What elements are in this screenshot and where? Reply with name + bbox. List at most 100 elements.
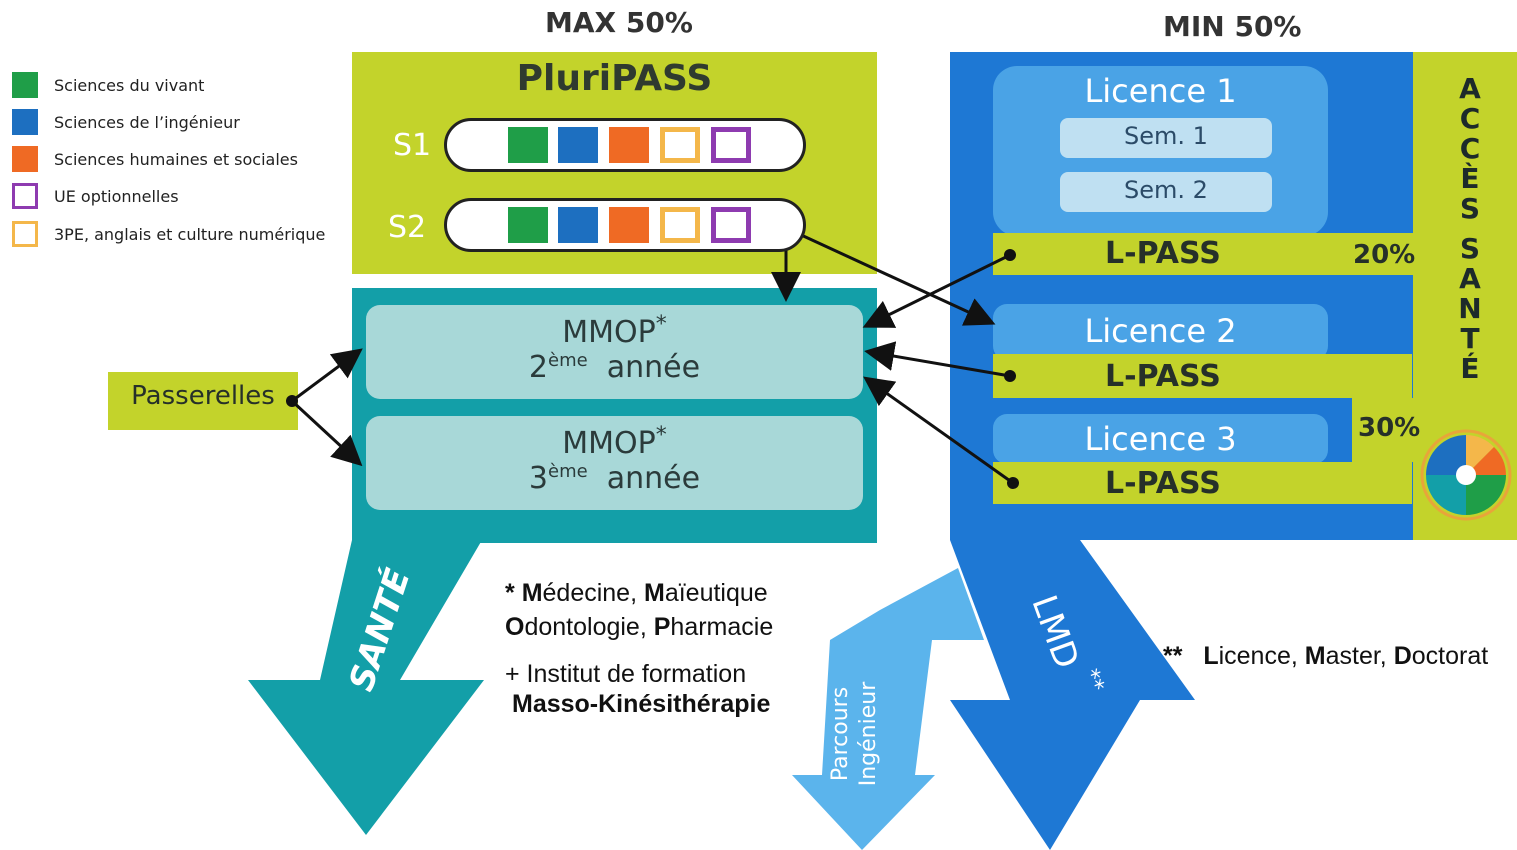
color-wheel-logo [1420, 429, 1512, 521]
note-line-2: Odontologie, Pharmacie [505, 613, 773, 642]
mmop-3-mark: * [655, 423, 667, 448]
s2-ue-3pe [660, 207, 700, 243]
lpass-bar-3 [993, 462, 1412, 504]
arrow-lpass2-to-mmop [864, 341, 1011, 378]
s1-pill [444, 118, 806, 172]
mmop-2-year-sup: ème [548, 350, 588, 371]
lpass-bar-1 [993, 233, 1417, 275]
s2-label: S2 [388, 210, 427, 245]
mmop-2-title: MMOP* 2ème année [366, 312, 863, 385]
arrow-passerelles-to-mmop3 [290, 399, 363, 467]
s1-ue-humaines [609, 127, 649, 163]
mmop-3-box [366, 416, 863, 510]
lpass-1-label: L-PASS [1105, 236, 1221, 271]
mmop-3-name: MMOP [562, 426, 656, 461]
mmop-3-year-num: 3 [528, 461, 548, 496]
legend-label: Sciences humaines et sociales [54, 149, 298, 169]
sem-1-pill [1060, 118, 1272, 158]
legend-item-5: 3PE, anglais et culture numérique [12, 219, 325, 249]
acces-letter: C [1459, 132, 1481, 165]
legend-label: Sciences de l’ingénieur [54, 112, 240, 132]
sante-arrow [248, 540, 484, 835]
note-bold: M [521, 579, 543, 607]
s1-ue-vivant [508, 127, 548, 163]
mmop-3-year-word: année [606, 461, 701, 496]
legend-swatch-purple-outline [12, 183, 38, 209]
s1-ue-ingenieur [558, 127, 598, 163]
passerelles-label: Passerelles [131, 381, 275, 411]
header-max: MAX 50% [545, 6, 693, 39]
mmop-2-box [366, 305, 863, 399]
acces-sante-label: A C C È S S A N T É [1450, 74, 1490, 384]
s2-pill [444, 198, 806, 252]
sante-letter: É [1460, 352, 1480, 385]
legend-label: 3PE, anglais et culture numérique [54, 224, 326, 244]
note-lmd: ** Licence, Master, Doctorat [1163, 642, 1488, 671]
pct-30-label: 30% [1358, 413, 1421, 443]
s2-ue-humaines [609, 207, 649, 243]
mmop-2-name: MMOP [562, 315, 656, 350]
parcours-ingenieur-arrow [792, 568, 984, 850]
passerelles-box [108, 372, 298, 430]
mmop-2-year-num: 2 [528, 350, 548, 385]
legend-item-1: Sciences du vivant [12, 70, 204, 100]
header-min: MIN 50% [1163, 10, 1302, 43]
note-line-1: * Médecine, Maïeutique [505, 579, 768, 608]
acces-letter: C [1459, 102, 1481, 135]
note-text: octorat [1411, 642, 1489, 670]
sante-letter: N [1458, 292, 1482, 325]
legend-label: UE optionnelles [54, 186, 179, 206]
note-bold: D [1393, 642, 1412, 670]
arrow-lpass1-to-mmop [862, 253, 1011, 328]
lpass-bar-2 [993, 354, 1412, 398]
mmop-2-mark: * [655, 312, 667, 337]
licence-2-title: Licence 2 [1084, 312, 1237, 350]
legend-label: Sciences du vivant [54, 75, 205, 95]
s2-ue-vivant [508, 207, 548, 243]
mmop-3-year-sup: ème [548, 461, 588, 482]
legend-item-4: UE optionnelles [12, 181, 179, 211]
legend-item-3: Sciences humaines et sociales [12, 144, 298, 174]
note-text: aster, [1325, 642, 1394, 670]
note-bold: P [653, 613, 671, 641]
licence-1-title: Licence 1 [1084, 72, 1237, 110]
pct-30-area [1352, 398, 1417, 462]
sante-letter: T [1460, 322, 1480, 355]
lpass-2-label: L-PASS [1105, 359, 1221, 394]
licence-3-block [993, 414, 1328, 464]
note-text: dontologie, [524, 613, 654, 641]
s1-ue-optionnelle [711, 127, 751, 163]
note-text: aïeutique [664, 579, 768, 607]
sem-2-label: Sem. 2 [1124, 176, 1208, 204]
note-line-4: Masso-Kinésithérapie [512, 690, 771, 718]
s2-ue-optionnelle [711, 207, 751, 243]
legend-swatch-orange [12, 146, 38, 172]
sem-1-label: Sem. 1 [1124, 122, 1208, 150]
acces-letter: È [1460, 162, 1480, 195]
note-text: harmacie [670, 613, 774, 641]
legend-swatch-blue [12, 109, 38, 135]
note-text: édecine, [542, 579, 644, 607]
licence-3-title: Licence 3 [1084, 420, 1237, 458]
s1-ue-3pe [660, 127, 700, 163]
arrow-passerelles-to-mmop2 [291, 348, 363, 403]
parcours-word: Parcours [828, 686, 853, 782]
note-bold: M [1304, 642, 1326, 670]
lpass-3-label: L-PASS [1105, 466, 1221, 501]
sem-2-pill [1060, 172, 1272, 212]
note-bold: L [1203, 642, 1219, 670]
note-bold: O [505, 613, 525, 641]
note-line-3: + Institut de formation [505, 660, 747, 688]
s2-ue-ingenieur [558, 207, 598, 243]
mmop-2-year-word: année [606, 350, 701, 385]
legend-swatch-yellow-outline [12, 221, 38, 247]
note-bold: M [643, 579, 665, 607]
sante-letter: A [1459, 262, 1481, 295]
pct-20-label: 20% [1353, 240, 1416, 270]
arrow-s2-to-licence2 [785, 226, 996, 326]
acces-letter: A [1459, 72, 1481, 105]
legend-item-2: Sciences de l’ingénieur [12, 107, 240, 137]
ingenieur-word: Ingénieur [856, 681, 881, 787]
note-star: * [505, 579, 515, 607]
note-text: icence, [1218, 642, 1305, 670]
